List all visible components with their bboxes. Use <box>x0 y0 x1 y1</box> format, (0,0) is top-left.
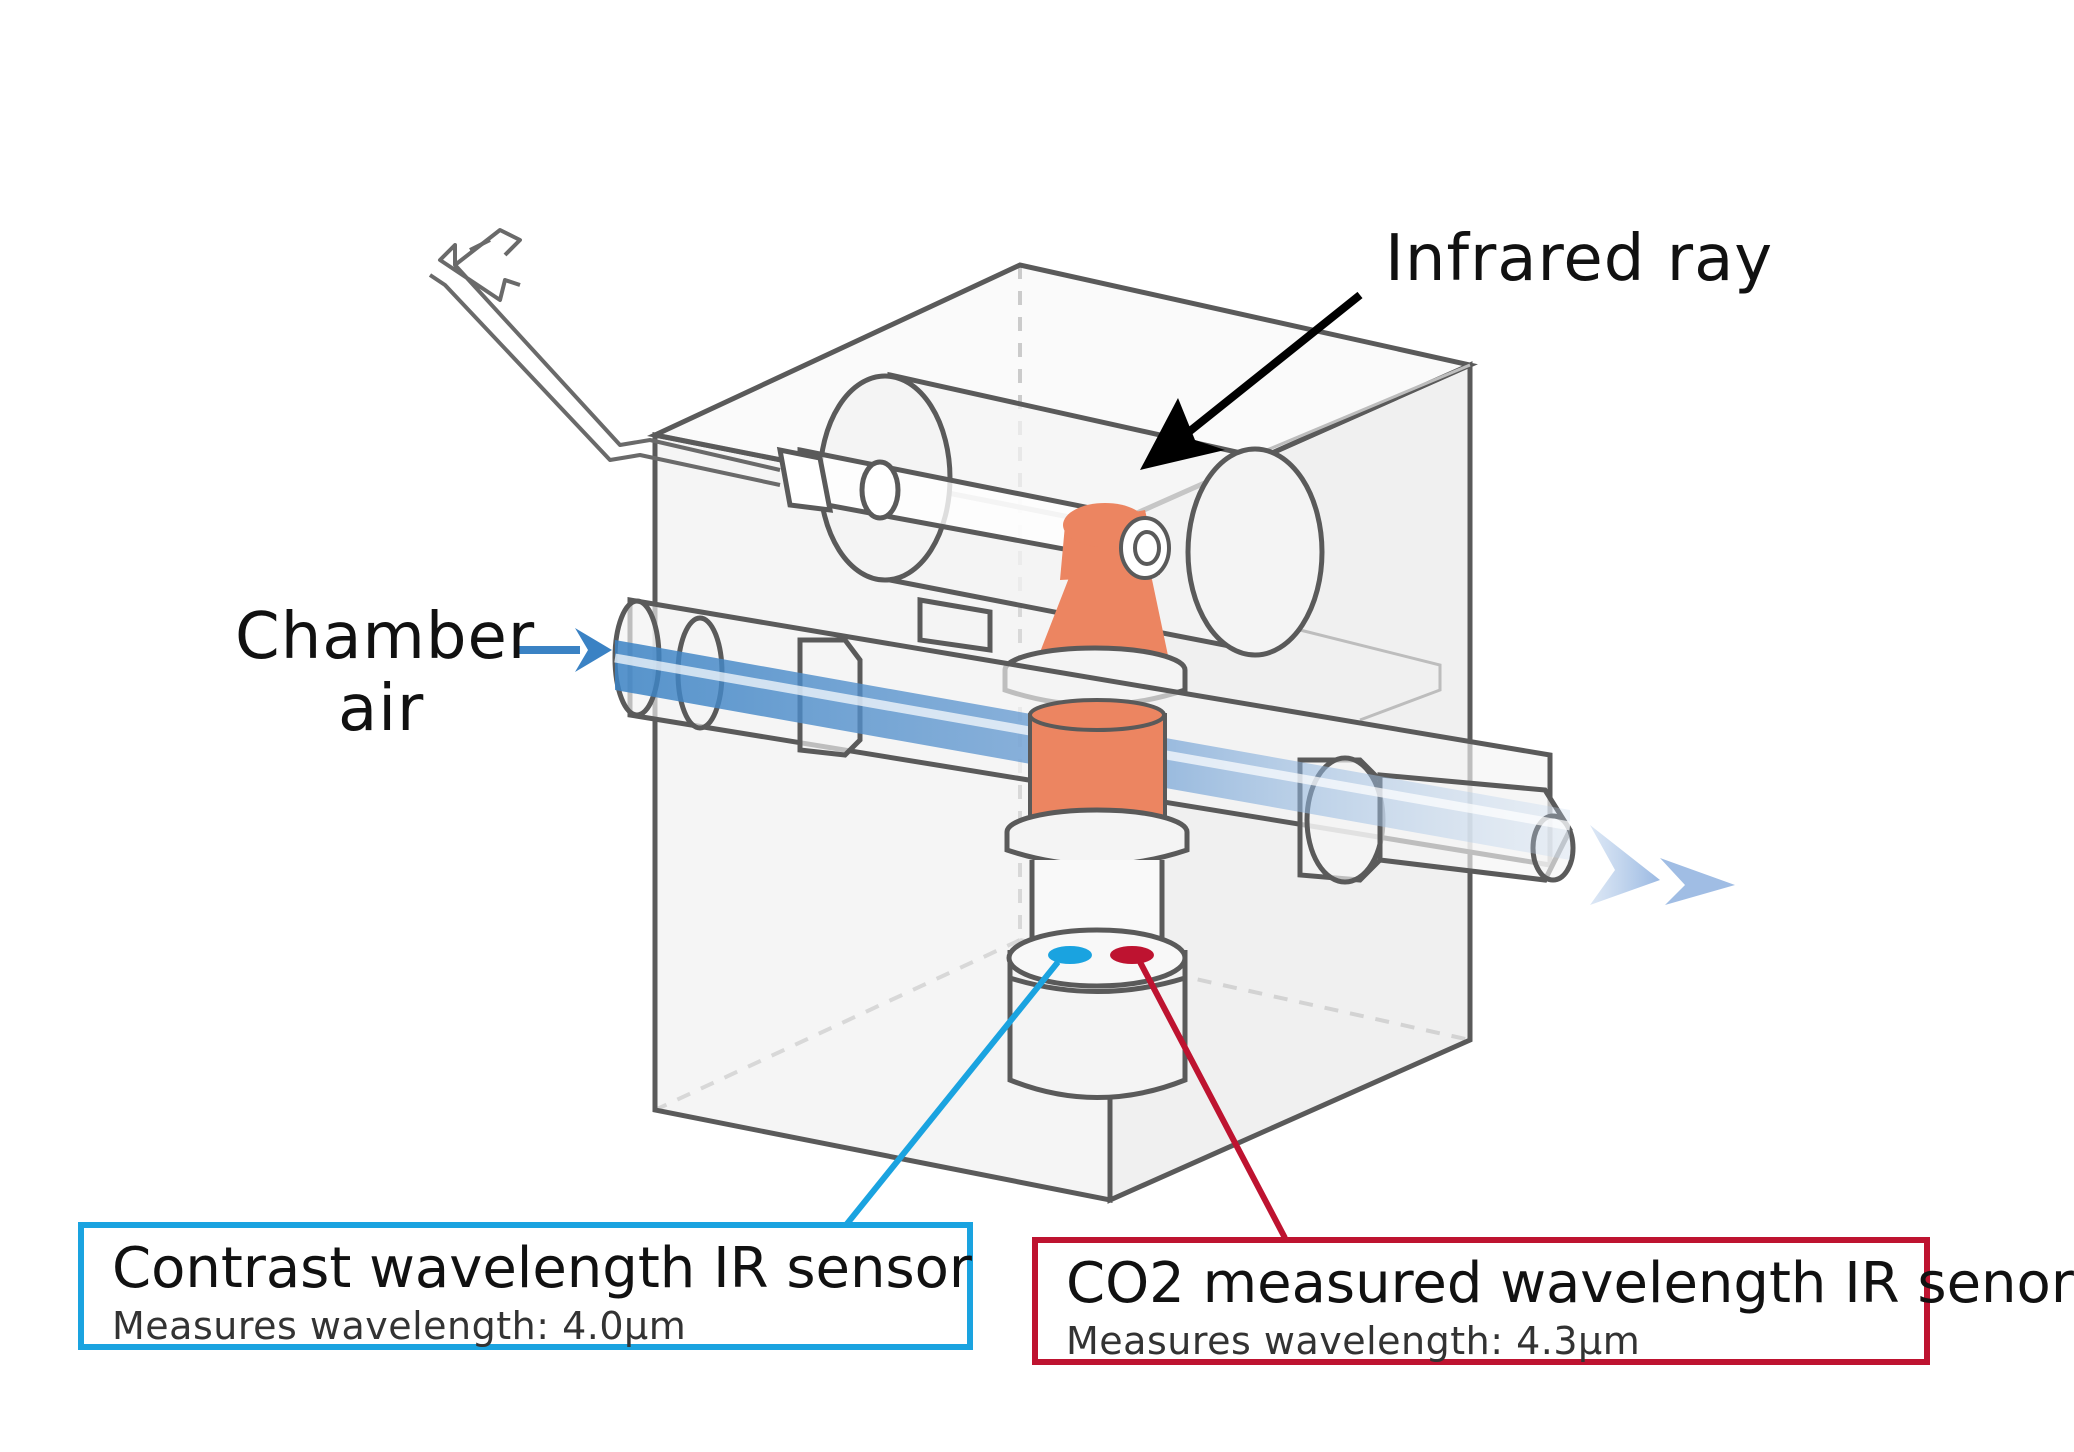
diagram-canvas: Infrared ray Chamber air Contrast wavele… <box>78 222 2074 1365</box>
contrast-sensor-dot <box>1048 946 1092 964</box>
chamber-air-label-line2: air <box>338 672 425 746</box>
infrared-ray-arrow <box>1140 291 1363 470</box>
infrared-ray-label: Infrared ray <box>1385 222 1774 296</box>
sensor-illustration <box>428 228 1735 1240</box>
contrast-sensor-subtitle: Measures wavelength: 4.0µm <box>112 1304 687 1348</box>
sensor-base <box>1006 927 1188 1100</box>
infrared-emitter <box>1035 503 1171 665</box>
contrast-sensor-callout: Contrast wavelength IR sensor Measures w… <box>78 1222 973 1350</box>
air-outlet-chevrons-icon <box>1590 825 1735 905</box>
housing-inner-edges <box>1254 363 1471 722</box>
chamber-air-arrow <box>515 628 612 672</box>
chamber-air-label-line1: Chamber <box>235 600 536 674</box>
co2-sensor-dot <box>1110 946 1154 964</box>
co2-leader-line <box>1137 960 1288 1240</box>
co2-sensor-subtitle: Measures wavelength: 4.3µm <box>1066 1319 1641 1363</box>
contrast-sensor-title: Contrast wavelength IR sensor <box>112 1236 972 1301</box>
wire-lead <box>428 228 781 487</box>
co2-sensor-callout: CO2 measured wavelength IR senor Measure… <box>1032 1237 2074 1365</box>
co2-sensor-title: CO2 measured wavelength IR senor <box>1066 1251 2074 1316</box>
contrast-leader-line <box>839 960 1061 1232</box>
